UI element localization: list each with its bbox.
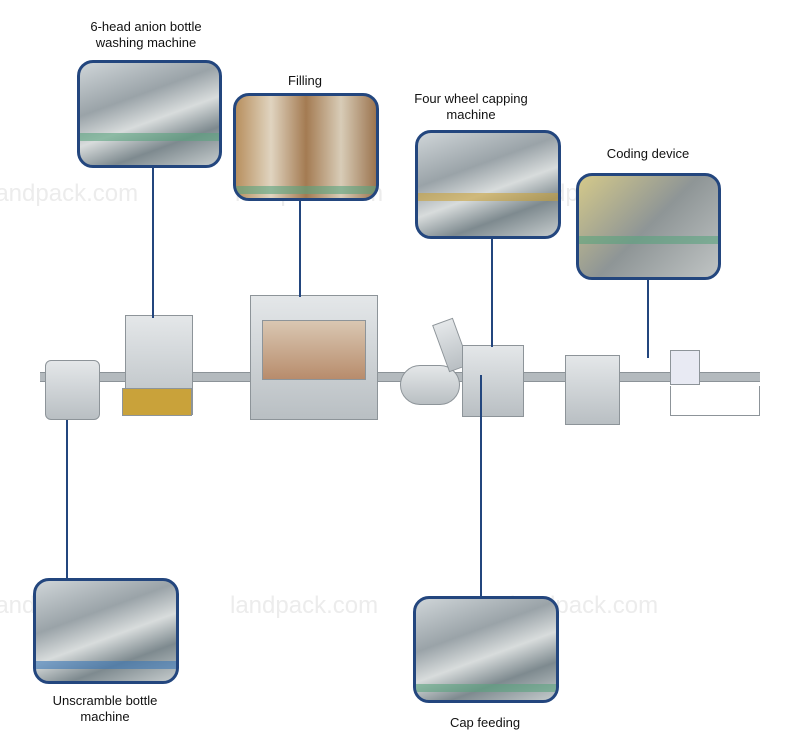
cap-feeding-photo	[413, 596, 559, 703]
watermark: landpack.com	[230, 592, 379, 619]
capping-machine-photo	[415, 130, 561, 239]
watermark: landpack.com	[0, 180, 139, 207]
connector-line	[647, 278, 649, 358]
washing-machine-photo	[77, 60, 222, 168]
coding-device-photo	[576, 173, 721, 280]
unscramble-photo	[33, 578, 179, 684]
connector-line	[491, 237, 493, 347]
connector-line	[152, 166, 154, 318]
label-coding-device: Coding device	[606, 146, 690, 161]
connector-line	[480, 375, 482, 598]
connector-line	[66, 420, 68, 580]
connector-line	[299, 199, 301, 297]
filling-photo	[233, 93, 379, 201]
label-cap-feeding: Cap feeding	[449, 715, 521, 730]
label-filling: Filling	[288, 73, 322, 88]
